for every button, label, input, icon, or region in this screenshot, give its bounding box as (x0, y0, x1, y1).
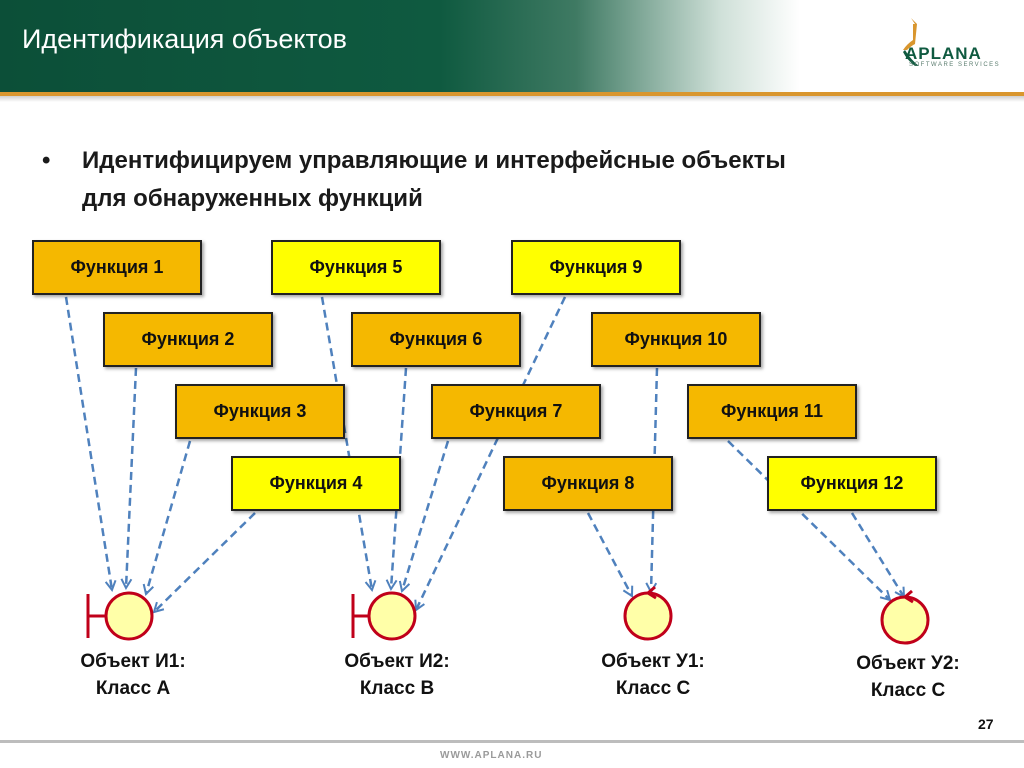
function-label: Функция 4 (269, 473, 363, 493)
logo-figure-icon (903, 18, 919, 66)
arrow-f2-o1 (126, 367, 138, 588)
bullet-symbol: • (42, 147, 51, 174)
function-box-9: Функция 9 (511, 240, 681, 295)
function-box-6: Функция 6 (351, 312, 521, 367)
bullet-text: Идентифицируем управляющие и интерфейсны… (82, 142, 982, 218)
function-box-7: Функция 7 (431, 384, 601, 439)
header-accent-line (0, 92, 1024, 96)
slide-header: Идентификация объектов APLANA SOFTWARE S… (0, 0, 1024, 92)
function-label: Функция 12 (800, 473, 904, 493)
arrow-f9-o2 (416, 296, 567, 610)
function-label: Функция 7 (469, 401, 563, 421)
function-label: Функция 1 (70, 257, 164, 277)
function-box-5: Функция 5 (271, 240, 441, 295)
function-label: Функция 2 (141, 329, 235, 349)
logo-subtext: SOFTWARE SERVICES (909, 62, 1001, 68)
interface-object-2-icon (351, 591, 417, 641)
arrow-f1-o1 (64, 296, 112, 590)
object-class: Класс С (870, 680, 946, 701)
object-class: Класс B (359, 678, 435, 699)
function-box-8: Функция 8 (503, 456, 673, 511)
object-name: Объект У2: (856, 653, 960, 674)
bullet-line-2: для обнаруженных функций (82, 185, 423, 212)
footer-line (0, 740, 1024, 743)
function-label: Функция 5 (309, 257, 403, 277)
function-box-2: Функция 2 (103, 312, 273, 367)
control-object-1-icon (623, 585, 673, 641)
object-label-4: Объект У2: Класс С (823, 650, 993, 704)
slide-title: Идентификация объектов (22, 24, 347, 54)
function-box-10: Функция 10 (591, 312, 761, 367)
page-number: 27 (978, 716, 994, 732)
object-class: Класс А (95, 678, 171, 699)
object-name: Объект И2: (344, 651, 450, 672)
arrow-f10-o3 (651, 367, 659, 592)
interface-object-1-icon (86, 591, 154, 641)
object-name: Объект У1: (601, 651, 705, 672)
header-band (0, 0, 800, 92)
arrow-f11-o4 (727, 440, 890, 600)
function-box-12: Функция 12 (767, 456, 937, 511)
logo-text: APLANA (905, 44, 982, 63)
function-box-3: Функция 3 (175, 384, 345, 439)
function-box-4: Функция 4 (231, 456, 401, 511)
footer-url: WWW.APLANA.RU (440, 750, 543, 761)
function-label: Функция 8 (541, 473, 635, 493)
arrow-f8-o3 (586, 512, 632, 596)
function-label: Функция 10 (624, 329, 728, 349)
object-name: Объект И1: (80, 651, 186, 672)
function-box-11: Функция 11 (687, 384, 857, 439)
arrow-f5-o2 (320, 296, 372, 590)
header-shadow (0, 96, 1024, 102)
object-class: Класс С (615, 678, 691, 699)
control-object-2-icon (880, 589, 930, 645)
object-label-1: Объект И1: Класс А (48, 648, 218, 702)
aplana-logo: APLANA SOFTWARE SERVICES (893, 14, 1003, 76)
function-label: Функция 11 (721, 401, 823, 421)
arrow-f4-o1 (154, 512, 256, 612)
bullet-line-1: Идентифицируем управляющие и интерфейсны… (82, 147, 786, 174)
object-label-3: Объект У1: Класс С (568, 648, 738, 702)
function-box-1: Функция 1 (32, 240, 202, 295)
function-label: Функция 9 (549, 257, 643, 277)
arrow-f12-o4 (850, 512, 904, 597)
function-label: Функция 6 (389, 329, 483, 349)
object-label-2: Объект И2: Класс B (312, 648, 482, 702)
arrow-f3-o1 (146, 440, 192, 594)
arrow-f7-o2 (402, 440, 450, 591)
function-label: Функция 3 (213, 401, 307, 421)
